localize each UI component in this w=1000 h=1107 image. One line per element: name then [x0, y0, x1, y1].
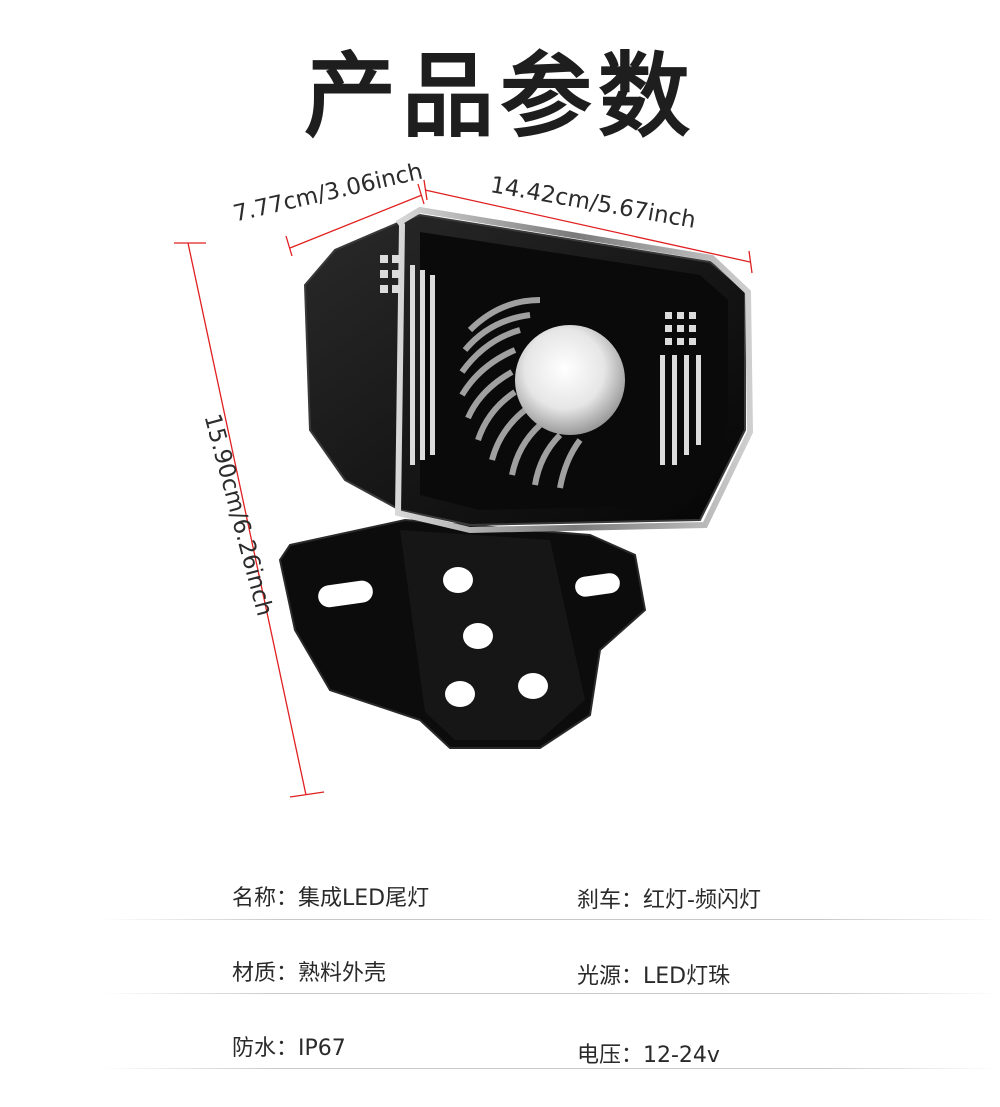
product-illustration: [174, 179, 754, 798]
dimension-line-height: [187, 242, 307, 796]
mounting-bracket: [278, 518, 647, 749]
spec-name: 名称：集成LED尾灯: [232, 886, 430, 911]
taillight-body: [303, 206, 754, 534]
spec-waterproof: 防水：IP67: [232, 1036, 346, 1061]
dimension-lines: [174, 179, 753, 798]
led-lens: [515, 325, 625, 435]
spec-divider: [100, 1068, 1000, 1069]
dimension-line-side: [289, 194, 423, 249]
spec-voltage: 电压：12-24v: [577, 1043, 720, 1068]
grille-right: [660, 312, 701, 465]
spec-light-source: 光源：LED灯珠: [577, 964, 731, 989]
grille-left: [380, 255, 435, 465]
turbine-fins: [459, 297, 583, 489]
spec-divider: [100, 993, 1000, 994]
page-title: 产品参数: [303, 43, 696, 150]
spec-divider: [100, 919, 1000, 920]
spec-brake: 刹车：红灯-频闪灯: [577, 888, 761, 913]
spec-material: 材质：熟料外壳: [232, 961, 387, 986]
dimension-line-front: [424, 189, 751, 263]
